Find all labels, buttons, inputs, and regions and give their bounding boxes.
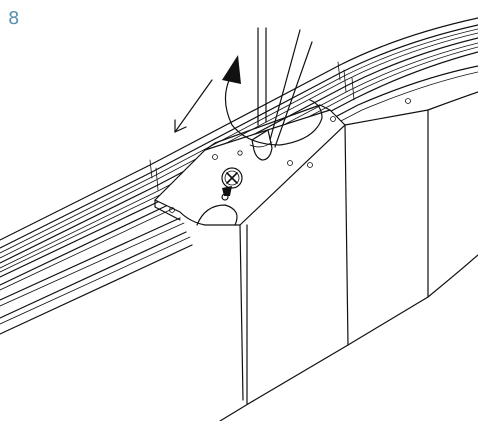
- screwdriver: [249, 27, 313, 161]
- step-number: 8: [8, 8, 20, 29]
- phillips-screw-icon: [221, 167, 243, 201]
- mounting-plate: [154, 98, 411, 226]
- double-headed-arrow-icon: [174, 79, 213, 133]
- wall-panels: [219, 91, 478, 421]
- counterclockwise-rotation-arrow-icon: [222, 55, 323, 146]
- track-rails: [0, 17, 478, 335]
